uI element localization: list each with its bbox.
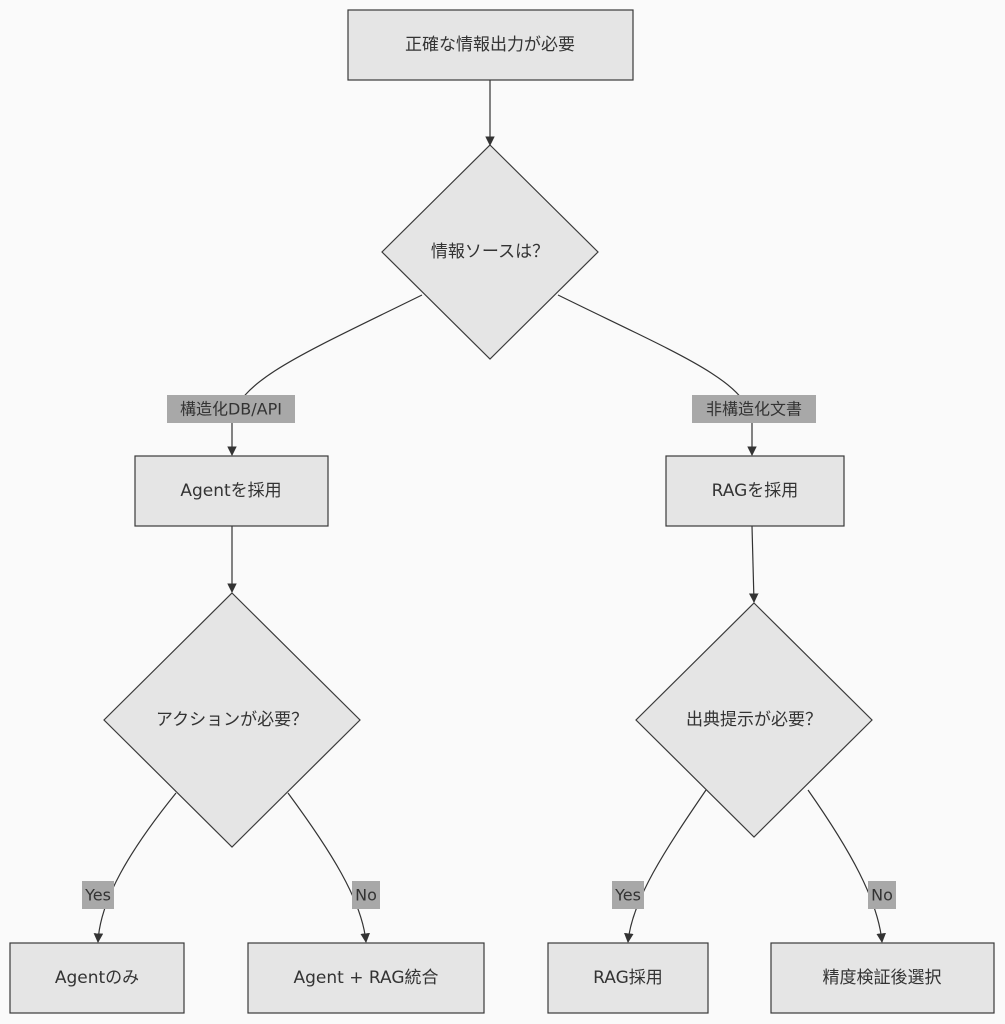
edge-citation-no — [807, 789, 886, 943]
node-agent-only-label: Agentのみ — [55, 968, 139, 988]
node-start-label: 正確な情報出力が必要 — [405, 35, 575, 55]
edge-label-action-no-text: No — [355, 886, 377, 905]
node-agent-rag-label: Agent + RAG統合 — [294, 968, 439, 988]
node-rag-adopt-label: RAGを採用 — [712, 481, 799, 501]
edge-label-action-yes: Yes — [82, 881, 114, 909]
node-rag-adopt: RAGを採用 — [665, 455, 845, 527]
node-rag-only: RAG採用 — [547, 942, 709, 1014]
node-rag-only-label: RAG採用 — [593, 968, 663, 988]
edge-label-citation-yes-text: Yes — [614, 886, 641, 905]
edge-label-structured: 構造化DB/API — [167, 395, 295, 423]
edge-action-yes — [93, 792, 177, 943]
node-agent-adopt-label: Agentを採用 — [180, 481, 281, 501]
node-agent-adopt: Agentを採用 — [134, 455, 329, 527]
edge-label-structured-text: 構造化DB/API — [180, 400, 282, 419]
edge-action-no — [287, 792, 370, 943]
edge-label-unstructured: 非構造化文書 — [692, 395, 816, 423]
edge-label-citation-yes: Yes — [612, 881, 644, 909]
edge-citation-yes — [624, 789, 707, 943]
edge-source-to-rag — [557, 294, 757, 456]
edge-rag-to-citation — [748, 525, 759, 603]
node-agent-rag: Agent + RAG統合 — [247, 942, 485, 1014]
edge-source-to-agent — [227, 294, 423, 456]
node-citation-decision: 出典提示が必要？ — [635, 602, 873, 838]
node-action-decision-label: アクションが必要？ — [156, 710, 308, 730]
node-source-decision-label: 情報ソースは？ — [431, 242, 549, 262]
node-verify-select: 精度検証後選択 — [770, 942, 995, 1014]
edge-label-citation-no-text: No — [871, 886, 893, 905]
node-agent-only: Agentのみ — [9, 942, 185, 1014]
node-citation-decision-label: 出典提示が必要？ — [686, 710, 822, 730]
edge-label-citation-no: No — [868, 881, 896, 909]
node-action-decision: アクションが必要？ — [103, 592, 361, 848]
edge-label-action-no: No — [352, 881, 380, 909]
edge-label-action-yes-text: Yes — [84, 886, 111, 905]
node-verify-select-label: 精度検証後選択 — [823, 968, 942, 988]
edge-label-unstructured-text: 非構造化文書 — [706, 400, 802, 419]
node-source-decision: 情報ソースは？ — [381, 144, 599, 360]
node-start: 正確な情報出力が必要 — [347, 9, 634, 81]
